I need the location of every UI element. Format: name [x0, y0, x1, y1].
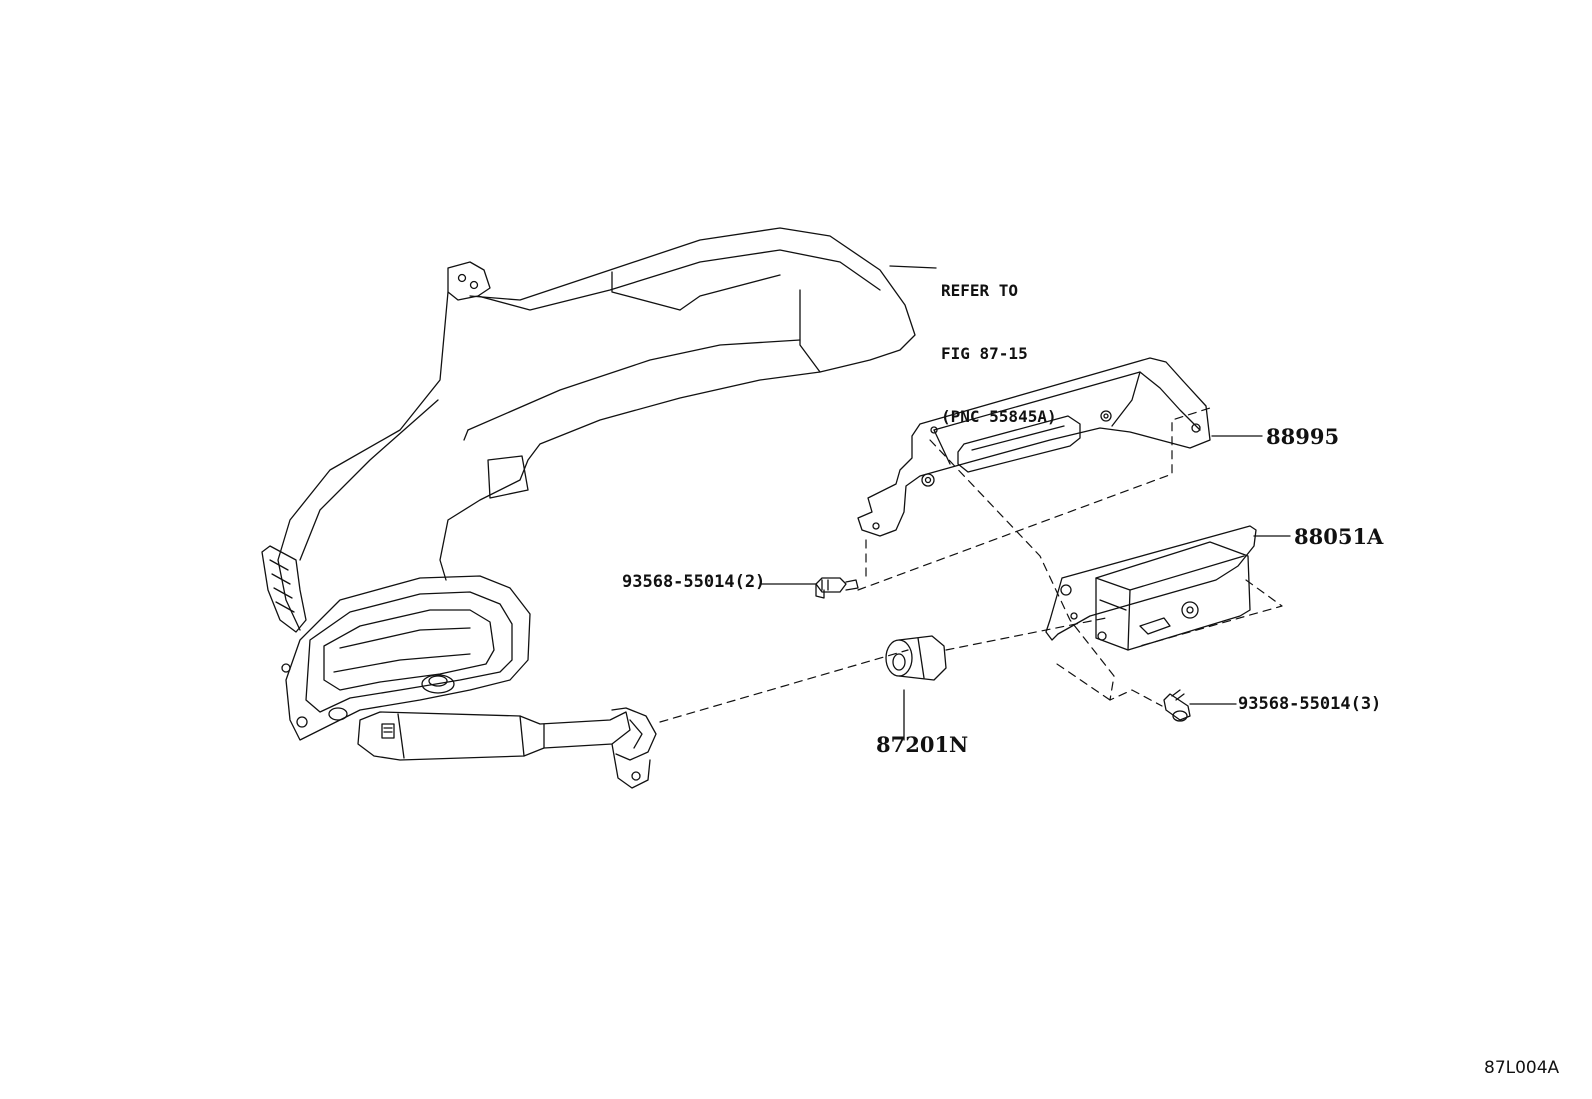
reference-note-line-3: (PNC 55845A)	[941, 407, 1057, 426]
grommet-87201N	[885, 635, 947, 681]
reference-note: REFER TO FIG 87-15 (PNC 55845A)	[941, 238, 1057, 448]
label-88995: 88995	[1266, 424, 1340, 449]
screw-left	[815, 577, 859, 599]
label-87201N: 87201N	[876, 732, 969, 757]
reference-note-line-2: FIG 87-15	[941, 344, 1028, 363]
figure-code: 87L004A	[1484, 1058, 1560, 1078]
leader-lines	[759, 265, 1291, 741]
assembly-lines	[659, 407, 1283, 723]
bracket-88995	[857, 357, 1211, 537]
label-88051A: 88051A	[1294, 524, 1384, 549]
module-88051A	[1045, 525, 1257, 651]
label-screw-left: 93568-55014(2)	[622, 572, 766, 592]
label-screw-right: 93568-55014(3)	[1238, 694, 1382, 714]
reference-note-line-1: REFER TO	[941, 281, 1019, 300]
air-duct-assembly	[261, 227, 916, 741]
aspirator-hose	[357, 707, 657, 789]
screw-right	[1163, 689, 1191, 722]
